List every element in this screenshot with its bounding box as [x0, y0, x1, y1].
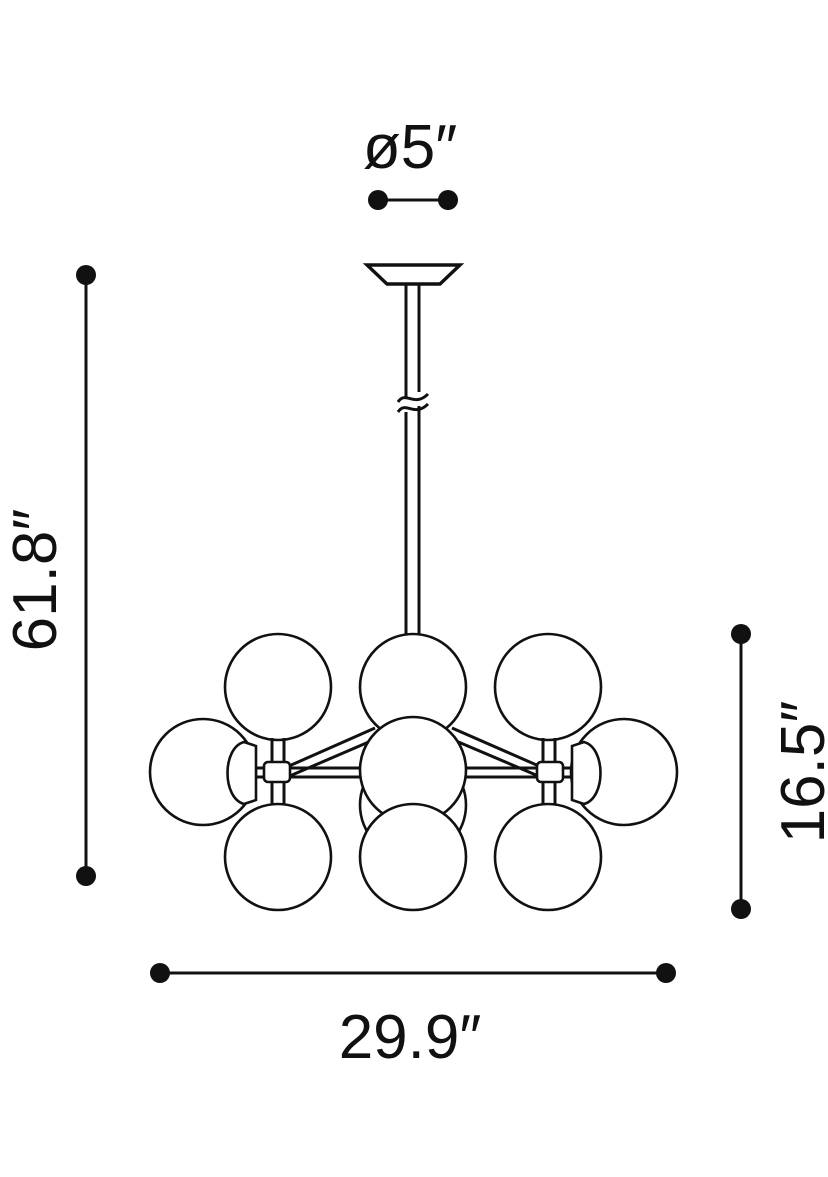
suspension-rod — [396, 284, 430, 637]
overall-height-label: 61.8″ — [1, 509, 70, 652]
dimension-endpoint — [731, 899, 751, 919]
globe — [493, 632, 603, 742]
globe — [358, 802, 468, 912]
ceiling-canopy — [362, 263, 465, 286]
chandelier-illustration — [148, 263, 679, 912]
canopy-diameter-label: ø5″ — [363, 113, 457, 182]
dimension-endpoint — [76, 265, 96, 285]
dimension-endpoint — [656, 963, 676, 983]
width-dimension: 29.9″ — [150, 963, 676, 1072]
globe — [223, 802, 333, 912]
canopy-diameter-dimension: ø5″ — [363, 113, 458, 210]
overall-height-dimension: 61.8″ — [1, 265, 96, 886]
fixture-height-dimension: 16.5″ — [731, 624, 828, 919]
dimension-endpoint — [150, 963, 170, 983]
dimension-endpoint — [76, 866, 96, 886]
width-label: 29.9″ — [339, 1003, 482, 1072]
dimension-endpoint — [368, 190, 388, 210]
dimension-endpoint — [731, 624, 751, 644]
dimension-endpoint — [438, 190, 458, 210]
globe — [493, 802, 603, 912]
front-globes — [223, 715, 603, 912]
fixture-height-label: 16.5″ — [769, 701, 828, 844]
globe — [223, 632, 333, 742]
